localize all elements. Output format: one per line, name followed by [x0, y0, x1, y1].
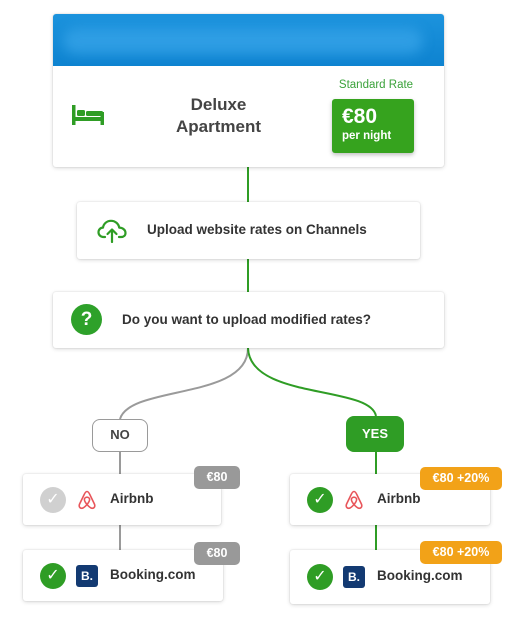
check-icon: ✓ — [40, 487, 66, 513]
price-unit: per night — [342, 130, 392, 142]
channel-name: Airbnb — [110, 491, 154, 506]
room-card: Deluxe Apartment Standard Rate €80 per n… — [53, 14, 444, 167]
connector-question-yes — [247, 347, 377, 417]
room-name: Deluxe Apartment — [156, 94, 281, 138]
check-icon: ✓ — [307, 564, 333, 590]
no-booking-card: ✓ B. Booking.com — [23, 550, 223, 601]
modified-rates-question: ? Do you want to upload modified rates? — [53, 292, 444, 348]
no-option[interactable]: NO — [92, 419, 148, 452]
bed-icon — [72, 105, 104, 125]
no-airbnb-card: ✓ Airbnb — [23, 474, 221, 525]
cloud-upload-icon — [97, 219, 127, 243]
check-icon: ✓ — [307, 487, 333, 513]
channel-name: Airbnb — [377, 491, 421, 506]
question-label: Do you want to upload modified rates? — [122, 312, 372, 327]
price-tag: €80 — [194, 466, 240, 489]
price-badge: €80 per night — [332, 99, 414, 153]
rate-label: Standard Rate — [338, 79, 414, 91]
airbnb-icon — [345, 490, 363, 510]
price-tag: €80 +20% — [420, 467, 502, 490]
room-name-line1: Deluxe — [190, 95, 247, 114]
connector-question-no — [119, 347, 249, 420]
price-tag: €80 +20% — [420, 541, 502, 564]
airbnb-icon — [78, 490, 96, 510]
upload-rates-step: Upload website rates on Channels — [77, 202, 420, 259]
room-name-line2: Apartment — [175, 117, 261, 136]
yes-option[interactable]: YES — [346, 416, 404, 452]
room-banner-image — [53, 14, 444, 66]
price-value: €80 — [342, 105, 378, 128]
price-tag: €80 — [194, 542, 240, 565]
channel-name: Booking.com — [377, 568, 463, 583]
question-icon: ? — [71, 304, 102, 335]
booking-icon: B. — [343, 566, 365, 588]
check-icon: ✓ — [40, 563, 66, 589]
booking-icon: B. — [76, 565, 98, 587]
upload-rates-label: Upload website rates on Channels — [147, 222, 367, 237]
channel-name: Booking.com — [110, 567, 196, 582]
